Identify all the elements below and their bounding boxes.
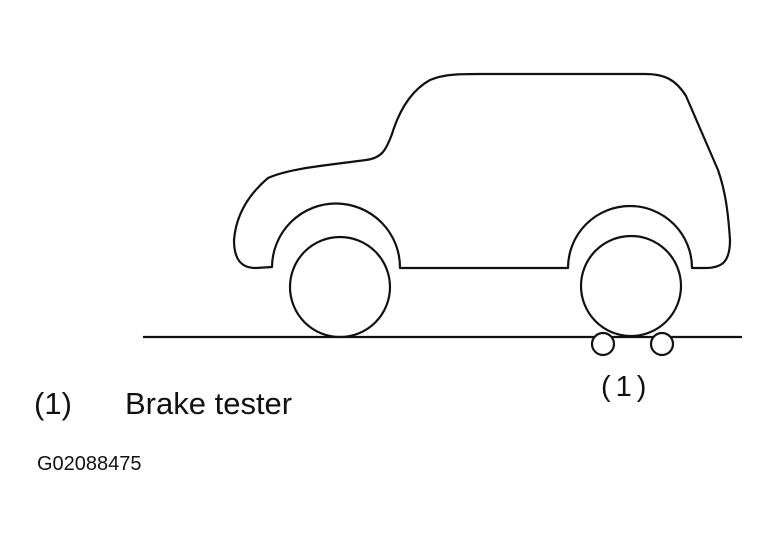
legend-text: Brake tester — [125, 386, 293, 421]
brake-tester-roller-rear — [649, 331, 675, 357]
front-wheel — [288, 235, 392, 339]
rear-wheel — [579, 234, 683, 338]
car-body-outline — [232, 72, 732, 270]
brake-tester-callout: (1) — [601, 371, 652, 403]
brake-tester-roller-front — [590, 331, 616, 357]
figure-id: G02088475 — [37, 453, 142, 475]
legend-number: (1) — [34, 386, 72, 421]
